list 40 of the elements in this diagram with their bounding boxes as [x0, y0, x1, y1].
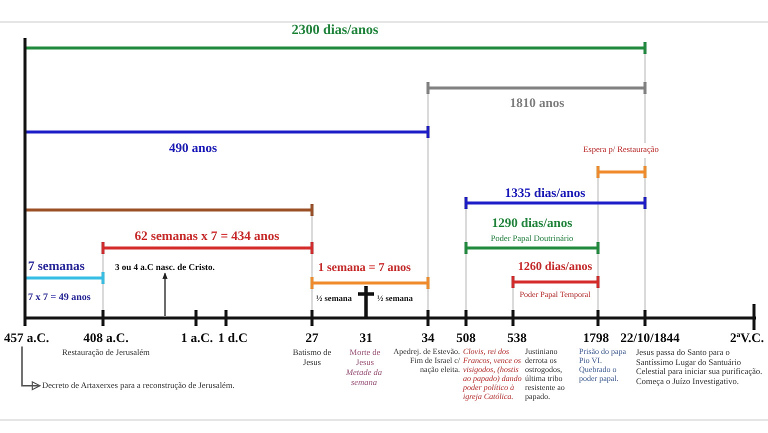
- span-label: 490 anos: [168, 141, 218, 156]
- span-label: 1290 dias/anos: [492, 216, 572, 231]
- date-label: 22/10/1844: [620, 331, 680, 346]
- event-note: Restauração de Jerusalém: [62, 348, 150, 358]
- span-label: 1335 dias/anos: [504, 186, 586, 201]
- event-note: Decreto de Artaxerxes para a reconstrução de Jerusalém.: [42, 381, 235, 391]
- period-note: Poder Papal Temporal: [520, 291, 590, 300]
- span-label: 7 x 7 = 49 anos: [28, 292, 91, 304]
- arrow: [162, 272, 168, 316]
- period-note: Poder Papal Doutrinário: [490, 234, 574, 244]
- event-note: Apedrej. de Estevão. Fim de Israel c/ nação eleita.: [392, 348, 460, 375]
- date-label: 408 a.C.: [83, 331, 129, 346]
- date-label: 457 a.C.: [4, 331, 50, 346]
- event-note: Prisão do papa Pio VI. Quebrado o poder papal.: [579, 348, 628, 384]
- period-note: ½ semana: [316, 294, 352, 304]
- span-label: 7 semanas: [28, 259, 85, 274]
- date-label: 27: [306, 331, 318, 346]
- span-label: 2300 dias/anos: [292, 23, 378, 39]
- span-label: 62 semanas x 7 = 434 anos: [134, 229, 280, 244]
- date-label: 31: [360, 331, 372, 346]
- period-note: ½ semana: [377, 294, 413, 304]
- event-note: Batismo de Jesus: [292, 348, 332, 368]
- span-label: 1 semana = 7 anos: [318, 261, 411, 274]
- date-label: 508: [456, 331, 476, 346]
- bent-arrow: [21, 346, 41, 390]
- event-note: Jesus passa do Santo para o Santíssimo Lugar do Santuário Celestial para iniciar sua purificação. Começa o Juízo Investigativo.: [636, 348, 764, 386]
- event-note: 3 ou 4 a.C nasc. de Cristo.: [115, 262, 215, 272]
- date-label: 1798: [583, 331, 609, 346]
- period-note: Espera p/ Restauração: [583, 145, 659, 155]
- event-note: Metade da semana: [344, 368, 384, 388]
- date-label: 1 d.C: [218, 331, 248, 346]
- date-label: 34: [422, 331, 434, 346]
- span-label: 1260 dias/anos: [518, 260, 592, 274]
- date-label: 2ªV.C.: [730, 331, 764, 346]
- date-label: 538: [507, 331, 527, 346]
- span-label: 1810 anos: [510, 96, 564, 111]
- date-label: 1 a.C.: [180, 331, 213, 346]
- event-note: Justiniano derrota os ostrogodos, última tribo resistente ao papado.: [525, 348, 566, 402]
- event-note: Clovis, rei dos Francos, vence os visigodos, (hostis ao papado) dando poder político à igreja Católica.: [463, 348, 523, 402]
- event-note: Morte de Jesus: [348, 348, 382, 368]
